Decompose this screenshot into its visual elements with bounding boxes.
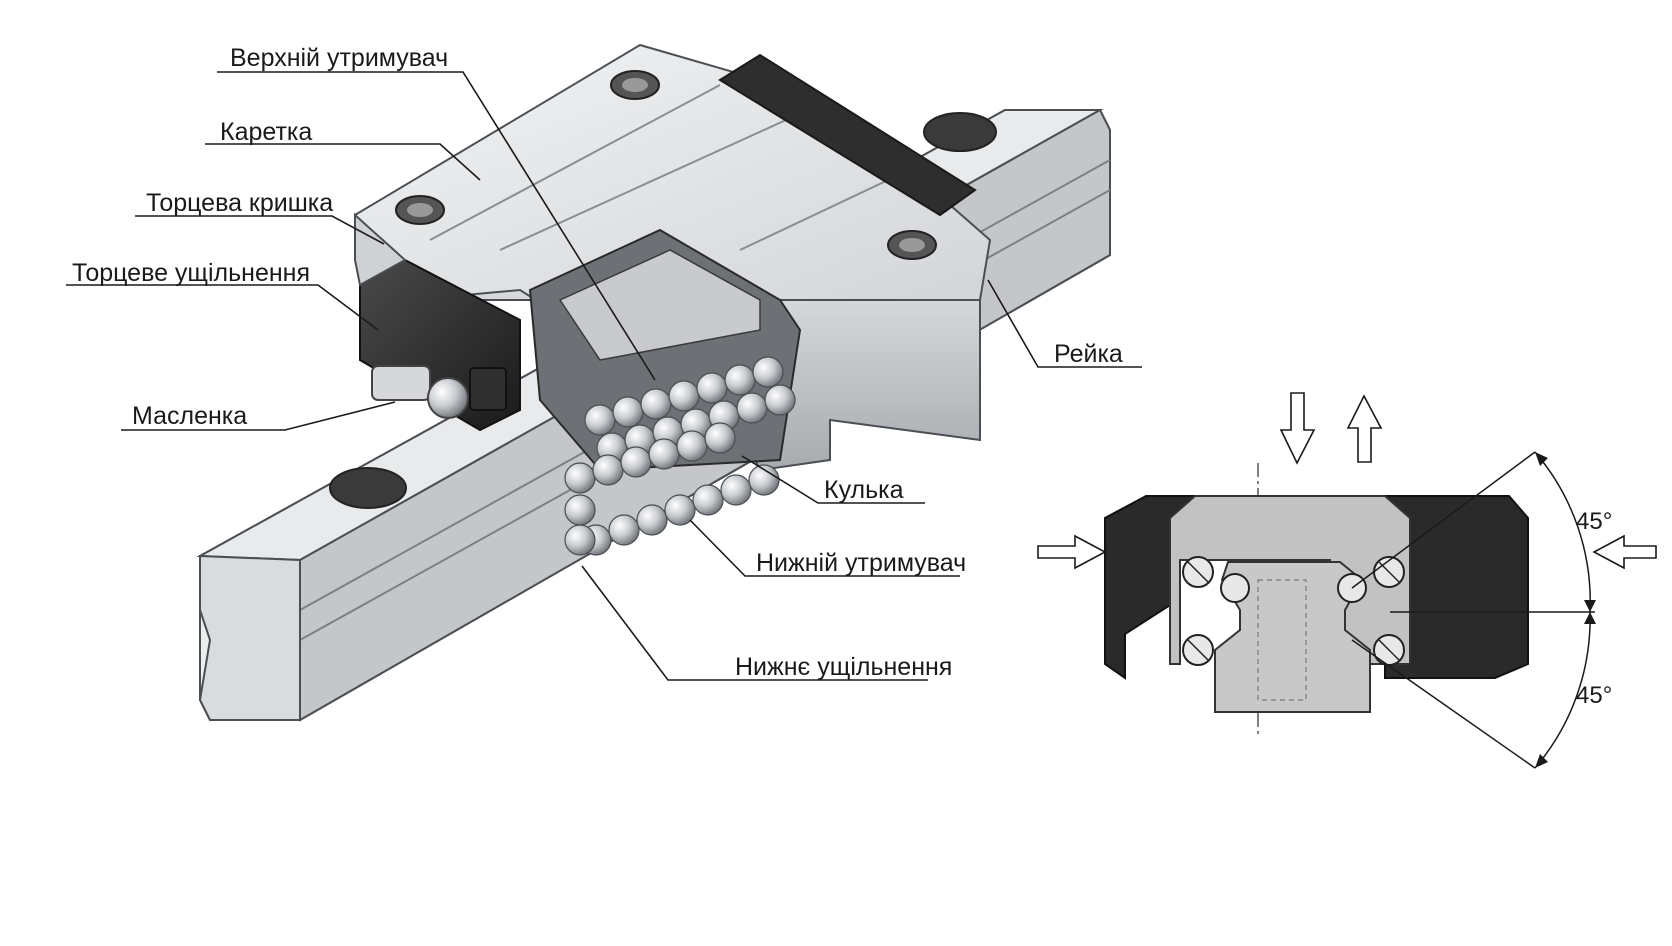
leader-bottom-seal	[581, 565, 928, 681]
ball	[612, 396, 644, 428]
arrow-down-icon	[1279, 392, 1316, 465]
ball	[640, 388, 672, 420]
ball	[676, 430, 708, 462]
ball	[584, 404, 616, 436]
angle-label-lower: 45°	[1576, 682, 1613, 709]
ball	[748, 464, 780, 496]
ball	[636, 504, 668, 536]
ball	[648, 438, 680, 470]
ball	[668, 380, 700, 412]
ball	[664, 494, 696, 526]
leader-lines	[66, 71, 1142, 681]
ball	[752, 356, 784, 388]
leader-carriage	[205, 143, 481, 181]
ball	[736, 392, 768, 424]
label-grease-nipple: Масленка	[132, 402, 248, 430]
leader-rail	[987, 279, 1142, 368]
leader-end-cap	[135, 215, 385, 245]
ball	[692, 484, 724, 516]
ball	[724, 364, 756, 396]
ball	[564, 524, 596, 556]
label-ball: Кулька	[824, 476, 904, 504]
ball	[564, 494, 596, 526]
leader-end-seal	[66, 284, 379, 331]
grease-nipple	[371, 365, 507, 419]
arrow-left-icon	[1592, 534, 1657, 570]
arrow-right-icon	[1037, 534, 1107, 570]
angle-label-upper: 45°	[1576, 508, 1613, 535]
label-carriage: Каретка	[220, 118, 313, 146]
label-upper-retainer: Верхній утримувач	[230, 44, 449, 72]
ball	[720, 474, 752, 506]
label-rail: Рейка	[1054, 340, 1123, 368]
label-end-seal: Торцеве ущільнення	[72, 259, 311, 287]
leader-grease-nipple	[121, 401, 396, 431]
ball	[592, 454, 624, 486]
ball	[608, 514, 640, 546]
arrow-up-icon	[1346, 394, 1383, 463]
end-cap	[354, 212, 407, 287]
ball	[704, 422, 736, 454]
ball	[620, 446, 652, 478]
label-end-cap: Торцева кришка	[146, 189, 334, 217]
leader-lower-retainer	[689, 519, 960, 577]
leader-upper-retainer	[217, 71, 656, 381]
leader-ball	[741, 455, 925, 504]
ball	[764, 384, 796, 416]
cross-section	[1104, 451, 1596, 769]
label-lower-retainer: Нижній утримувач	[756, 549, 967, 577]
rail-mounting-hole	[329, 467, 407, 509]
rail-mounting-hole	[923, 112, 997, 152]
ball	[696, 372, 728, 404]
ball	[564, 462, 596, 494]
end-seal-far	[718, 53, 977, 217]
label-bottom-seal: Нижнє ущільнення	[735, 653, 953, 681]
ball-group	[564, 356, 796, 556]
